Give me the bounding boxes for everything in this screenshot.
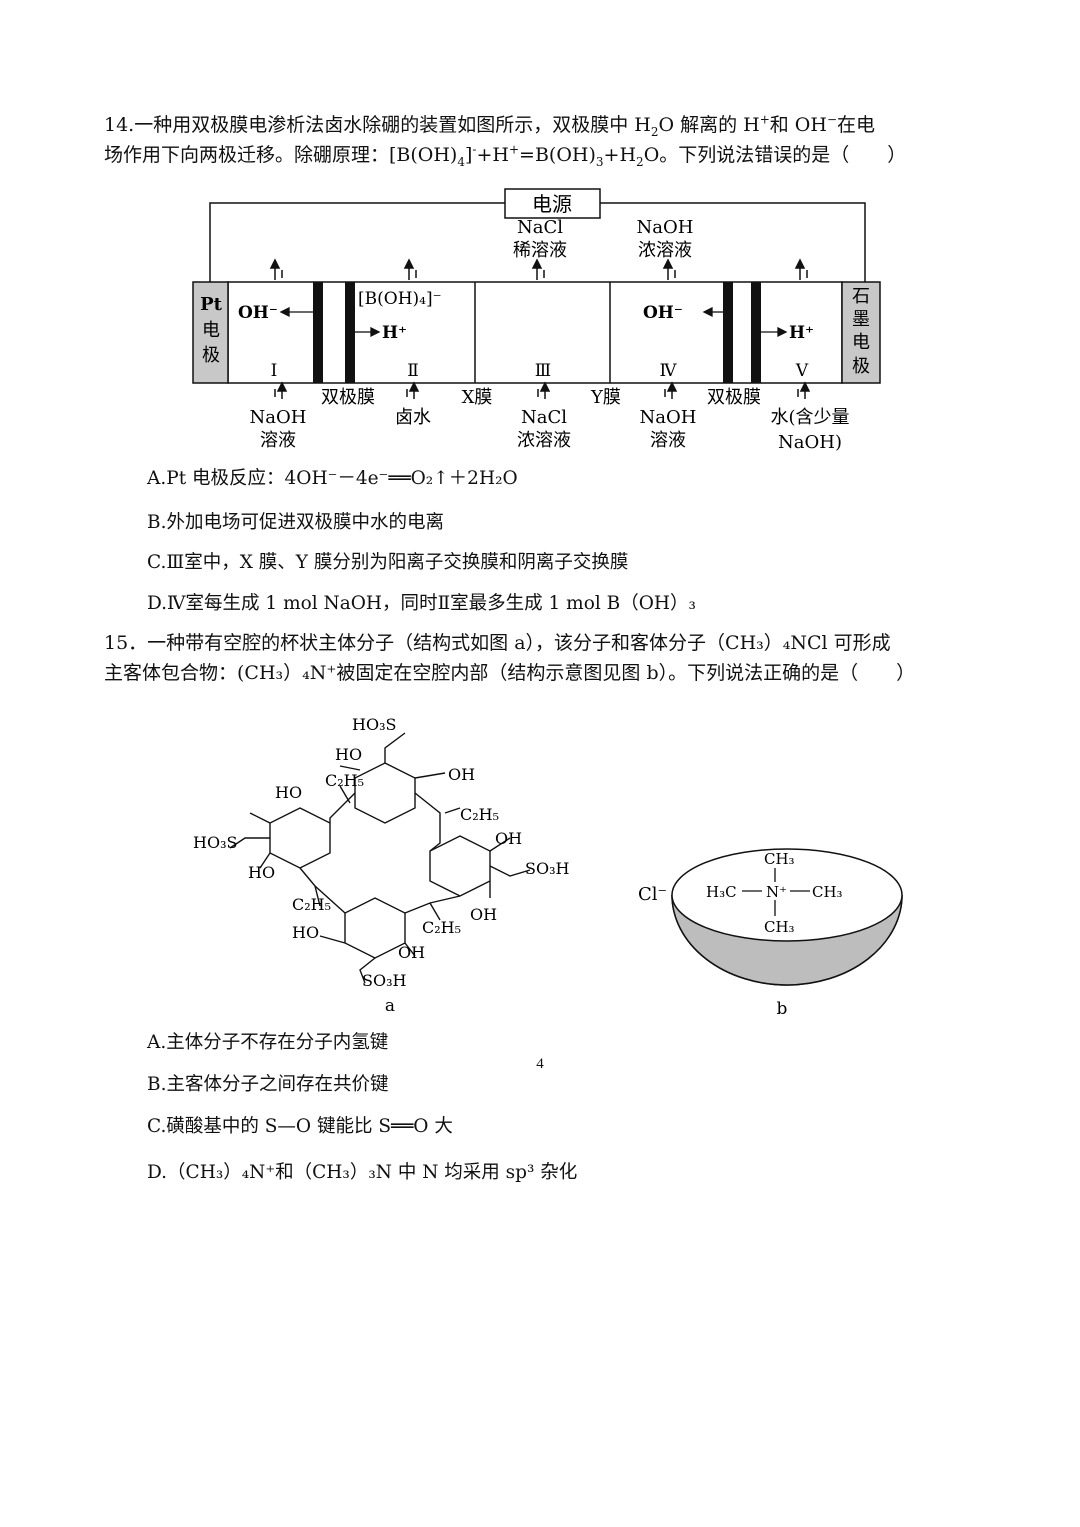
group-oh-2: OH — [495, 829, 522, 848]
room-5: Ⅴ — [795, 361, 809, 381]
feed-4-line-1: NaOH — [640, 407, 697, 428]
pt-electrode-label-2: 电 — [202, 320, 220, 341]
group-ho-1: HO — [335, 745, 362, 764]
guest-ch3-right: CH₃ — [812, 883, 843, 901]
question-14-stem: 14.一种用双极膜电渗析法卤水除硼的装置如图所示，双极膜中 H2O 解离的 H+… — [104, 110, 984, 170]
feed-4-line-2: 溶液 — [650, 430, 686, 451]
feed-3-line-2: 浓溶液 — [517, 430, 571, 451]
figure-b-label: b — [777, 999, 788, 1019]
q14-option-a[interactable]: A.Pt 电极反应：4OH⁻－4e⁻══O₂↑＋2H₂O — [147, 468, 518, 489]
question-15-line-1: 15．一种带有空腔的杯状主体分子（结构式如图 a），该分子和客体分子（CH₃）₄… — [104, 632, 891, 654]
feed-3-line-1: NaCl — [521, 407, 567, 428]
graphite-electrode-label-1: 石 — [852, 286, 870, 307]
group-ho-2: HO — [275, 783, 302, 802]
outlet-arrows — [269, 258, 808, 280]
guest-n-plus: N⁺ — [766, 883, 787, 901]
inlet-arrows — [274, 381, 811, 399]
membrane-label-x: X膜 — [462, 387, 493, 408]
graphite-electrode — [841, 281, 881, 384]
question-14-line-1: 14.一种用双极膜电渗析法卤水除硼的装置如图所示，双极膜中 H2O 解离的 H+… — [104, 112, 876, 139]
feed-5-line-1: 水(含少量 — [770, 407, 849, 428]
room-4: Ⅳ — [660, 361, 678, 381]
chloride-ion: Cl⁻ — [638, 884, 667, 905]
q14-option-c[interactable]: C.Ⅲ室中，X 膜、Y 膜分别为阳离子交换膜和阴离子交换膜 — [147, 552, 629, 573]
question-15-line-2: 主客体包合物：(CH₃）₄N⁺被固定在空腔内部（结构示意图见图 b）。下列说法正… — [104, 662, 916, 684]
guest-h3c-left: H₃C — [706, 883, 737, 901]
bipolar-membrane-left-a — [313, 282, 323, 383]
group-so3h-top: HO₃S — [352, 715, 396, 734]
room-3: Ⅲ — [535, 361, 551, 381]
top-label-nacl: NaCl — [517, 217, 563, 238]
membrane-label-bipolar-left: 双极膜 — [321, 387, 375, 408]
question-15-stem: 15．一种带有空腔的杯状主体分子（结构式如图 a），该分子和客体分子（CH₃）₄… — [104, 628, 984, 688]
electrodialysis-diagram: 电源 Pt 电 极 石 墨 电 极 NaCl 稀溶液 NaOH 浓溶液 OH⁻ … — [192, 188, 881, 453]
ion-h-left: H⁺ — [382, 323, 407, 343]
ion-oh-right: OH⁻ — [643, 303, 683, 323]
group-so3h-bottom: SO₃H — [362, 971, 406, 990]
ion-h-right: H⁺ — [789, 323, 814, 343]
guest-ch3-top: CH₃ — [764, 850, 795, 868]
q14-option-b[interactable]: B.外加电场可促进双极膜中水的电离 — [147, 512, 444, 533]
graphite-electrode-label-4: 极 — [852, 356, 870, 377]
group-oh-4: OH — [398, 943, 425, 962]
bipolar-membrane-right-b — [751, 282, 761, 383]
membrane-label-bipolar-right: 双极膜 — [707, 387, 761, 408]
graphite-electrode-label-3: 电 — [852, 332, 870, 353]
group-c2h5-3: C₂H₅ — [292, 895, 331, 914]
room-1: Ⅰ — [271, 361, 278, 381]
power-source-box — [504, 188, 601, 219]
graphite-electrode-label-2: 墨 — [852, 309, 870, 330]
feed-1-line-2: 溶液 — [260, 430, 296, 451]
q15-option-b[interactable]: B.主客体分子之间存在共价键 — [147, 1074, 389, 1095]
top-label-naoh: NaOH — [637, 217, 694, 238]
group-so3h-right: SO₃H — [525, 859, 569, 878]
page-number: 4 — [536, 1056, 544, 1072]
bipolar-membrane-right-a — [723, 282, 733, 383]
group-c2h5-2: C₂H₅ — [460, 805, 499, 824]
pt-electrode-label-3: 极 — [202, 345, 220, 366]
q14-option-d[interactable]: D.Ⅳ室每生成 1 mol NaOH，同时Ⅱ室最多生成 1 mol B（OH）₃ — [147, 593, 696, 614]
guest-ch3-bottom: CH₃ — [764, 918, 795, 936]
feed-2-line-1: 卤水 — [395, 407, 431, 428]
q15-option-d[interactable]: D.（CH₃）₄N⁺和（CH₃）₃N 中 N 均采用 sp³ 杂化 — [147, 1162, 578, 1183]
figure-a-label: a — [385, 996, 395, 1016]
membrane-label-y: Y膜 — [590, 387, 621, 408]
group-c2h5-1: C₂H₅ — [325, 771, 364, 790]
bipolar-membrane-left-b — [345, 282, 355, 383]
group-oh-1: OH — [448, 765, 475, 784]
room-2: Ⅱ — [407, 361, 419, 381]
top-label-concentrated: 浓溶液 — [638, 240, 692, 261]
feed-5-line-2: NaOH) — [778, 432, 842, 453]
host-molecule-structure-a: HO₃S HO C₂H₅ OH HO C₂H₅ HO₃S OH HO SO₃H … — [193, 715, 569, 1016]
group-oh-3: OH — [470, 905, 497, 924]
pt-electrode — [192, 281, 229, 384]
q15-option-a[interactable]: A.主体分子不存在分子内氢键 — [147, 1032, 389, 1053]
group-ho-3: HO — [248, 863, 275, 882]
ion-boh4: [B(OH)₄]⁻ — [358, 289, 442, 309]
group-so3h-left: HO₃S — [193, 833, 237, 852]
top-label-dilute: 稀溶液 — [513, 240, 567, 261]
power-source-label: 电源 — [532, 192, 572, 216]
feed-1-line-1: NaOH — [250, 407, 307, 428]
host-guest-complex-b: Cl⁻ CH₃ H₃C N⁺ CH₃ CH₃ b — [638, 848, 903, 1019]
group-ho-4: HO — [292, 923, 319, 942]
question-14-line-2: 场作用下向两极迁移。除硼原理：[B(OH)4]-+H+=B(OH)3+H2O。下… — [104, 142, 907, 169]
pt-electrode-label-1: Pt — [200, 294, 223, 315]
ion-oh-left: OH⁻ — [238, 303, 278, 323]
q15-option-c[interactable]: C.磺酸基中的 S—O 键能比 S══O 大 — [147, 1116, 453, 1137]
group-c2h5-4: C₂H₅ — [422, 918, 461, 937]
